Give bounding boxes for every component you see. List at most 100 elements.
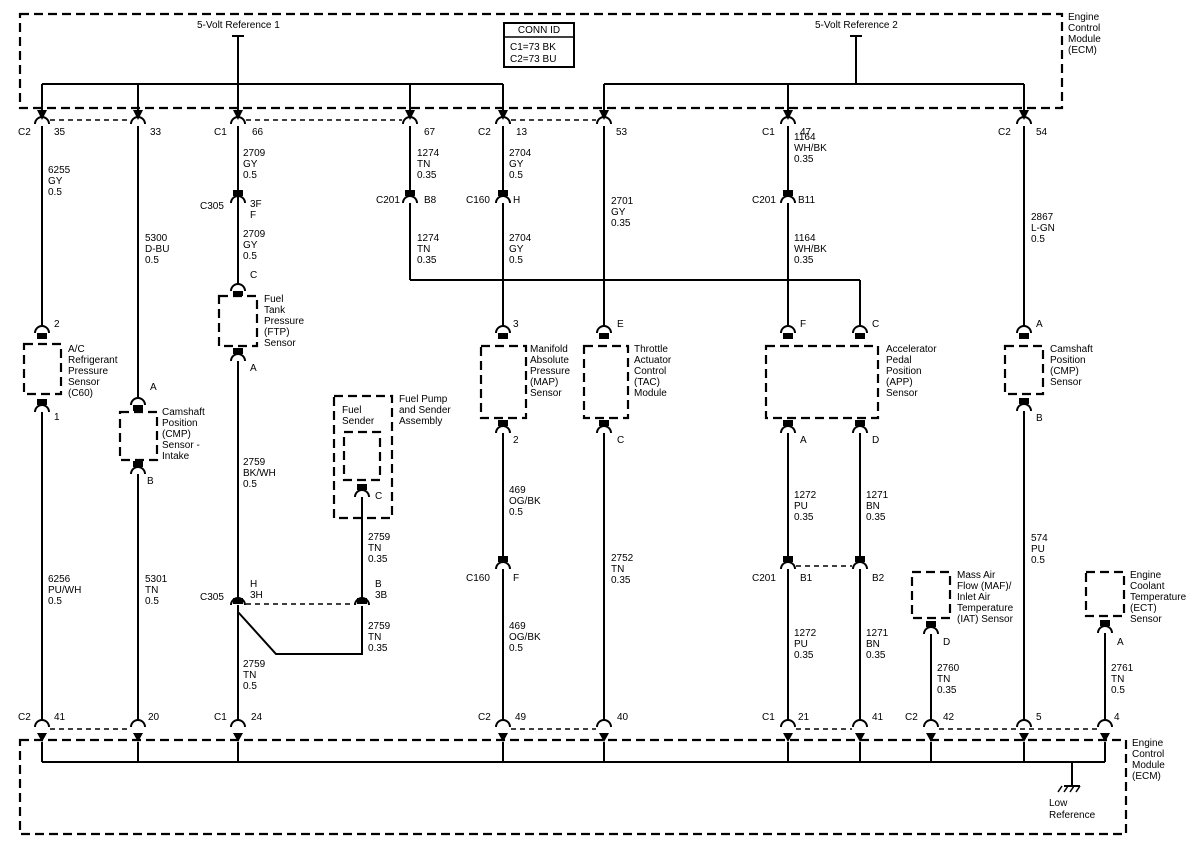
svg-text:A/C: A/C [68,344,85,355]
svg-text:0.5: 0.5 [1031,234,1045,245]
svg-text:C: C [250,270,257,281]
svg-text:1164: 1164 [794,233,816,244]
svg-text:PU: PU [794,639,808,650]
svg-text:TN: TN [243,670,256,681]
svg-text:TN: TN [417,159,430,170]
svg-text:L-GN: L-GN [1031,223,1055,234]
svg-text:C1: C1 [214,127,227,138]
svg-text:0.5: 0.5 [243,170,257,181]
svg-text:Position: Position [1050,355,1086,366]
ecm-bottom-label: Engine Control Module (ECM) [1132,738,1165,782]
svg-text:Tank: Tank [264,305,286,316]
svg-text:Flow (MAF)/: Flow (MAF)/ [957,581,1012,592]
svg-text:Pressure: Pressure [530,366,570,377]
svg-text:(CMP): (CMP) [1050,366,1079,377]
svg-text:40: 40 [617,712,629,723]
svg-text:Mass Air: Mass Air [957,570,996,581]
svg-text:5: 5 [1036,712,1042,723]
svg-text:0.35: 0.35 [417,170,437,181]
svg-text:Refrigerant: Refrigerant [68,355,118,366]
cmp-sensor [1003,344,1045,396]
svg-text:C2: C2 [998,127,1011,138]
svg-text:1271: 1271 [866,490,889,501]
svg-text:53: 53 [616,127,628,138]
svg-text:C2: C2 [18,712,31,723]
svg-text:Temperature: Temperature [957,603,1014,614]
cmp-intake-sensor [118,410,159,462]
svg-text:41: 41 [872,712,884,723]
svg-text:0.5: 0.5 [1111,685,1125,696]
ect-label: Engine Coolant Temperature (ECT) Sensor [1130,570,1187,625]
maf-iat-sensor [910,570,952,620]
svg-text:C305: C305 [200,592,224,603]
svg-text:Pressure: Pressure [264,316,304,327]
svg-text:B2: B2 [872,573,885,584]
svg-text:Control: Control [1132,749,1164,760]
svg-text:(ECT): (ECT) [1130,603,1157,614]
svg-text:35: 35 [54,127,66,138]
svg-text:469: 469 [509,485,526,496]
svg-text:54: 54 [1036,127,1048,138]
svg-text:C: C [617,435,624,446]
svg-text:Fuel Pump: Fuel Pump [399,394,448,405]
svg-text:A: A [800,435,807,446]
svg-text:0.5: 0.5 [243,251,257,262]
svg-text:1272: 1272 [794,490,817,501]
svg-text:C305: C305 [200,201,224,212]
svg-text:(TAC): (TAC) [634,377,660,388]
svg-text:B1: B1 [800,573,813,584]
svg-text:2759: 2759 [368,532,391,543]
ac-sensor-label: A/C Refrigerant Pressure Sensor (C60) [68,344,118,399]
svg-text:C160: C160 [466,195,490,206]
svg-text:0.5: 0.5 [48,596,62,607]
low-reference-label-2: Reference [1049,810,1096,821]
svg-text:6256: 6256 [48,574,71,585]
svg-text:D: D [872,435,879,446]
svg-text:47: 47 [800,127,812,138]
svg-text:41: 41 [54,712,66,723]
svg-text:24: 24 [251,712,263,723]
svg-text:TN: TN [368,632,381,643]
svg-text:TN: TN [611,564,624,575]
svg-text:2759: 2759 [243,659,266,670]
svg-text:469: 469 [509,621,526,632]
svg-text:0.5: 0.5 [48,187,62,198]
svg-text:Sensor -: Sensor - [162,440,200,451]
svg-text:0.5: 0.5 [509,507,523,518]
svg-text:Sensor: Sensor [68,377,100,388]
svg-text:D-BU: D-BU [145,244,169,255]
svg-text:GY: GY [243,159,258,170]
svg-text:B8: B8 [424,195,437,206]
svg-text:B: B [147,476,154,487]
svg-text:Pedal: Pedal [886,355,912,366]
svg-text:H: H [250,579,257,590]
svg-text:Pressure: Pressure [68,366,108,377]
svg-text:0.5: 0.5 [509,643,523,654]
svg-text:4: 4 [1114,712,1120,723]
svg-text:PU: PU [794,501,808,512]
svg-text:Inlet Air: Inlet Air [957,592,991,603]
svg-text:Module: Module [1132,760,1165,771]
svg-text:1274: 1274 [417,148,440,159]
svg-text:5300: 5300 [145,233,168,244]
svg-text:Accelerator: Accelerator [886,344,937,355]
svg-text:OG/BK: OG/BK [509,632,541,643]
svg-text:(APP): (APP) [886,377,913,388]
svg-text:(FTP): (FTP) [264,327,290,338]
svg-text:0.35: 0.35 [866,650,886,661]
svg-text:0.5: 0.5 [243,681,257,692]
svg-text:B: B [375,579,382,590]
svg-text:2760: 2760 [937,663,960,674]
ecm-top-label: Engine Control Module (ECM) [1068,12,1101,56]
svg-text:0.5: 0.5 [145,596,159,607]
svg-text:Camshaft: Camshaft [162,407,205,418]
svg-text:5301: 5301 [145,574,168,585]
svg-text:A: A [1036,319,1043,330]
svg-text:Intake: Intake [162,451,190,462]
fuel-tank-pressure-sensor [217,294,259,348]
svg-text:TN: TN [937,674,950,685]
svg-text:0.35: 0.35 [611,218,631,229]
svg-text:GY: GY [243,240,258,251]
